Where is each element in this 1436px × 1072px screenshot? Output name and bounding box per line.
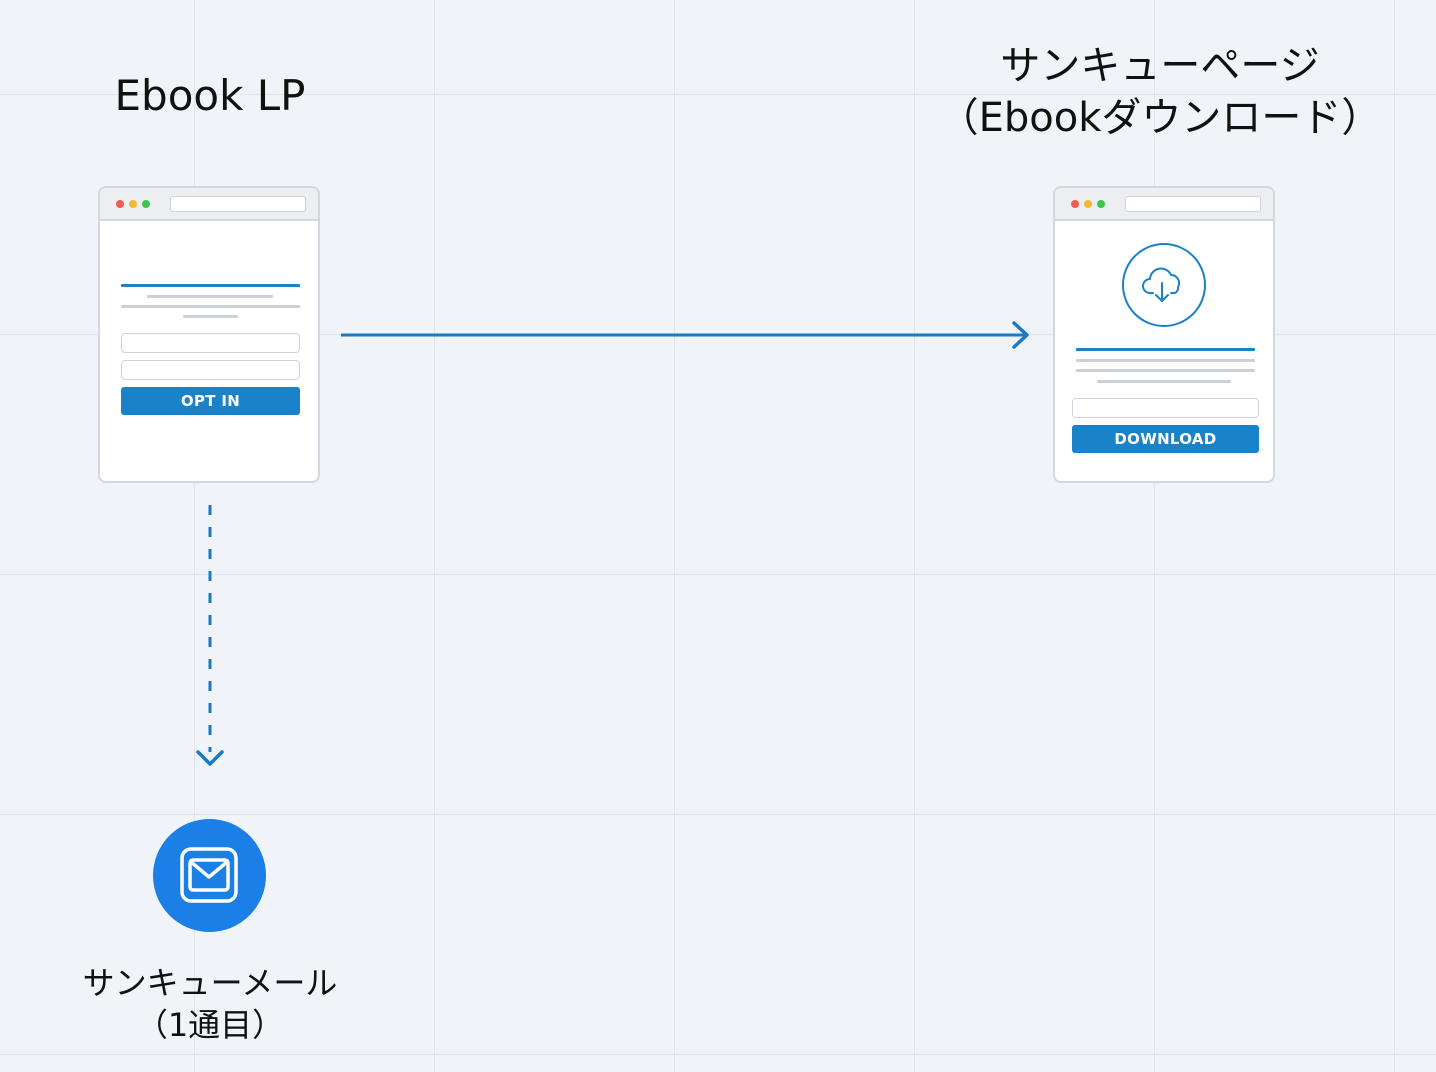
thank-you-page-title: サンキューページ （Ebookダウンロード） bbox=[900, 40, 1420, 144]
browser-title-bar bbox=[1055, 188, 1273, 221]
browser-title-bar bbox=[100, 188, 318, 221]
download-button: DOWNLOAD bbox=[1072, 425, 1259, 453]
ebook-lp-title: Ebook LP bbox=[114, 71, 306, 120]
name-field-placeholder bbox=[121, 333, 300, 353]
headline-placeholder bbox=[121, 284, 300, 287]
opt-in-button: OPT IN bbox=[121, 387, 300, 415]
window-close-dot-icon bbox=[1071, 200, 1079, 208]
window-maximize-dot-icon bbox=[1097, 200, 1105, 208]
cloud-download-icon bbox=[1122, 243, 1206, 327]
window-maximize-dot-icon bbox=[142, 200, 150, 208]
thank-you-mail-title-line2: （1通目） bbox=[135, 1006, 285, 1044]
url-bar bbox=[1125, 196, 1261, 212]
email-field-placeholder bbox=[1072, 398, 1259, 418]
text-line-placeholder bbox=[1076, 359, 1255, 362]
window-close-dot-icon bbox=[116, 200, 124, 208]
email-field-placeholder bbox=[121, 360, 300, 380]
thank-you-mail-title-line1: サンキューメール bbox=[82, 964, 338, 1002]
arrow-head-down-icon bbox=[196, 750, 224, 766]
thank-you-page-title-line1: サンキューページ bbox=[1000, 43, 1320, 89]
thank-you-page-title-line2: （Ebookダウンロード） bbox=[938, 95, 1382, 141]
mail-icon bbox=[180, 847, 238, 903]
arrow-head-right-icon bbox=[1012, 321, 1029, 349]
text-line-placeholder bbox=[1097, 380, 1231, 383]
window-minimize-dot-icon bbox=[129, 200, 137, 208]
text-line-placeholder bbox=[147, 295, 273, 298]
text-line-placeholder bbox=[183, 315, 238, 318]
url-bar bbox=[170, 196, 306, 212]
thank-you-page-node[interactable]: DOWNLOAD bbox=[1053, 186, 1275, 483]
thank-you-mail-title: サンキューメール （1通目） bbox=[40, 962, 380, 1046]
window-minimize-dot-icon bbox=[1084, 200, 1092, 208]
ebook-lp-node[interactable]: OPT IN bbox=[98, 186, 320, 483]
text-line-placeholder bbox=[121, 305, 300, 308]
text-line-placeholder bbox=[1076, 369, 1255, 372]
thank-you-mail-node[interactable] bbox=[153, 819, 266, 932]
cloud-download-icon-glyph bbox=[1142, 267, 1181, 302]
headline-placeholder bbox=[1076, 348, 1255, 351]
